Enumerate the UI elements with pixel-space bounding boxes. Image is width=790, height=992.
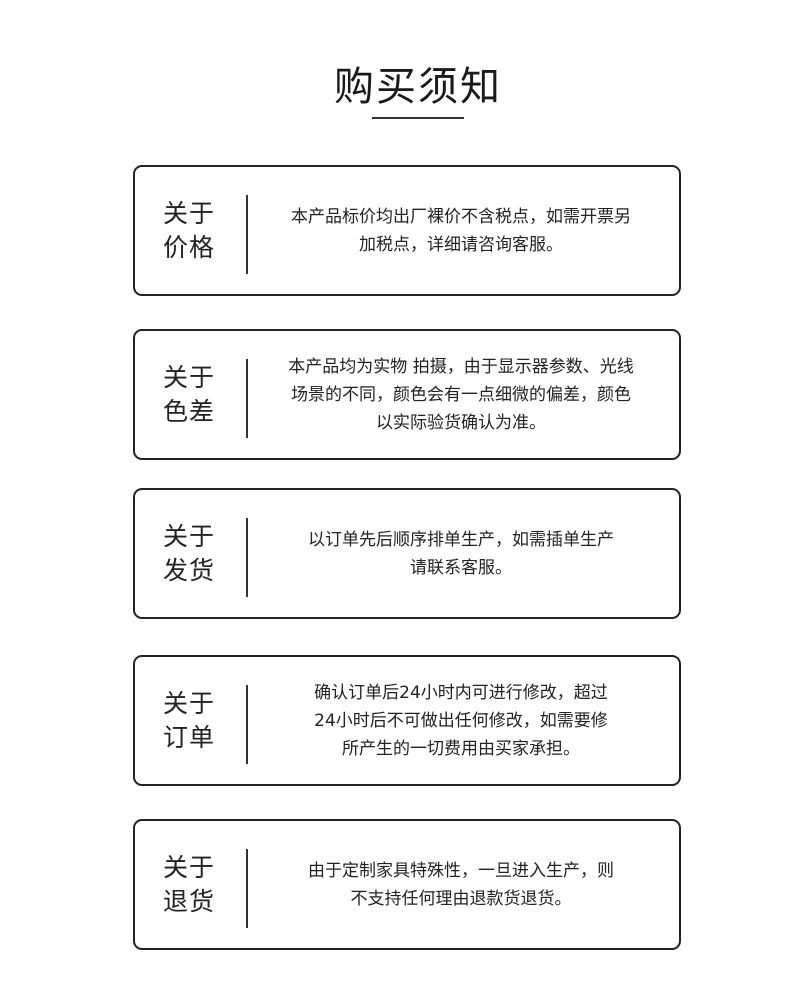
card-text-line: 加税点，详细请咨询客服。 xyxy=(359,234,563,255)
card-text-line: 场景的不同，颜色会有一点细微的偏差，颜色 xyxy=(291,384,631,405)
notice-card-shipping: 关于 发货 以订单先后顺序排单生产，如需插单生产 请联系客服。 xyxy=(133,488,681,619)
card-text-line: 确认订单后24小时内可进行修改，超过 xyxy=(314,682,608,703)
card-divider xyxy=(246,849,248,928)
card-text-line: 本产品均为实物 拍摄，由于显示器参数、光线 xyxy=(288,356,634,377)
card-label-line: 关于 xyxy=(162,852,215,882)
card-divider xyxy=(246,685,248,764)
card-label-line: 关于 xyxy=(162,688,215,718)
card-divider xyxy=(246,518,248,597)
notice-card-returns: 关于 退货 由于定制家具特殊性，一旦进入生产，则 不支持任何理由退款货退货。 xyxy=(133,819,681,950)
card-text-line: 不支持任何理由退款货退货。 xyxy=(350,888,572,909)
card-label: 关于 订单 xyxy=(161,687,217,755)
notice-card-color-difference: 关于 色差 本产品均为实物 拍摄，由于显示器参数、光线 场景的不同，颜色会有一点… xyxy=(133,329,681,460)
card-text-line: 请联系客服。 xyxy=(410,557,512,578)
card-label-line: 价格 xyxy=(162,232,215,262)
notice-card-price: 关于 价格 本产品标价均出厂裸价不含税点，如需开票另 加税点，详细请咨询客服。 xyxy=(133,165,681,296)
card-text: 确认订单后24小时内可进行修改，超过 24小时后不可做出任何修改，如需要修 所产… xyxy=(253,679,669,763)
card-label-line: 关于 xyxy=(162,521,215,551)
card-text: 本产品均为实物 拍摄，由于显示器参数、光线 场景的不同，颜色会有一点细微的偏差，… xyxy=(253,353,669,437)
card-text-line: 由于定制家具特殊性，一旦进入生产，则 xyxy=(308,860,614,881)
card-label-line: 关于 xyxy=(162,362,215,392)
card-label-line: 关于 xyxy=(162,198,215,228)
card-text-line: 以订单先后顺序排单生产，如需插单生产 xyxy=(308,529,614,550)
card-text: 以订单先后顺序排单生产，如需插单生产 请联系客服。 xyxy=(253,526,669,582)
card-label: 关于 色差 xyxy=(161,361,217,429)
card-text-line: 以实际验货确认为准。 xyxy=(376,412,546,433)
card-label: 关于 发货 xyxy=(161,520,217,588)
notice-card-order: 关于 订单 确认订单后24小时内可进行修改，超过 24小时后不可做出任何修改，如… xyxy=(133,655,681,786)
card-label: 关于 退货 xyxy=(161,851,217,919)
card-text-line: 所产生的一切费用由买家承担。 xyxy=(342,738,580,759)
card-text: 由于定制家具特殊性，一旦进入生产，则 不支持任何理由退款货退货。 xyxy=(253,857,669,913)
card-label-line: 订单 xyxy=(162,722,215,752)
title-underline xyxy=(372,117,464,119)
page-title: 购买须知 xyxy=(334,64,502,110)
card-label-line: 色差 xyxy=(162,396,215,426)
card-text: 本产品标价均出厂裸价不含税点，如需开票另 加税点，详细请咨询客服。 xyxy=(253,203,669,259)
card-label-line: 发货 xyxy=(162,555,215,585)
card-label-line: 退货 xyxy=(162,886,215,916)
card-label: 关于 价格 xyxy=(161,197,217,265)
card-divider xyxy=(246,195,248,274)
card-text-line: 本产品标价均出厂裸价不含税点，如需开票另 xyxy=(291,206,631,227)
card-text-line: 24小时后不可做出任何修改，如需要修 xyxy=(314,710,608,731)
card-divider xyxy=(246,359,248,438)
